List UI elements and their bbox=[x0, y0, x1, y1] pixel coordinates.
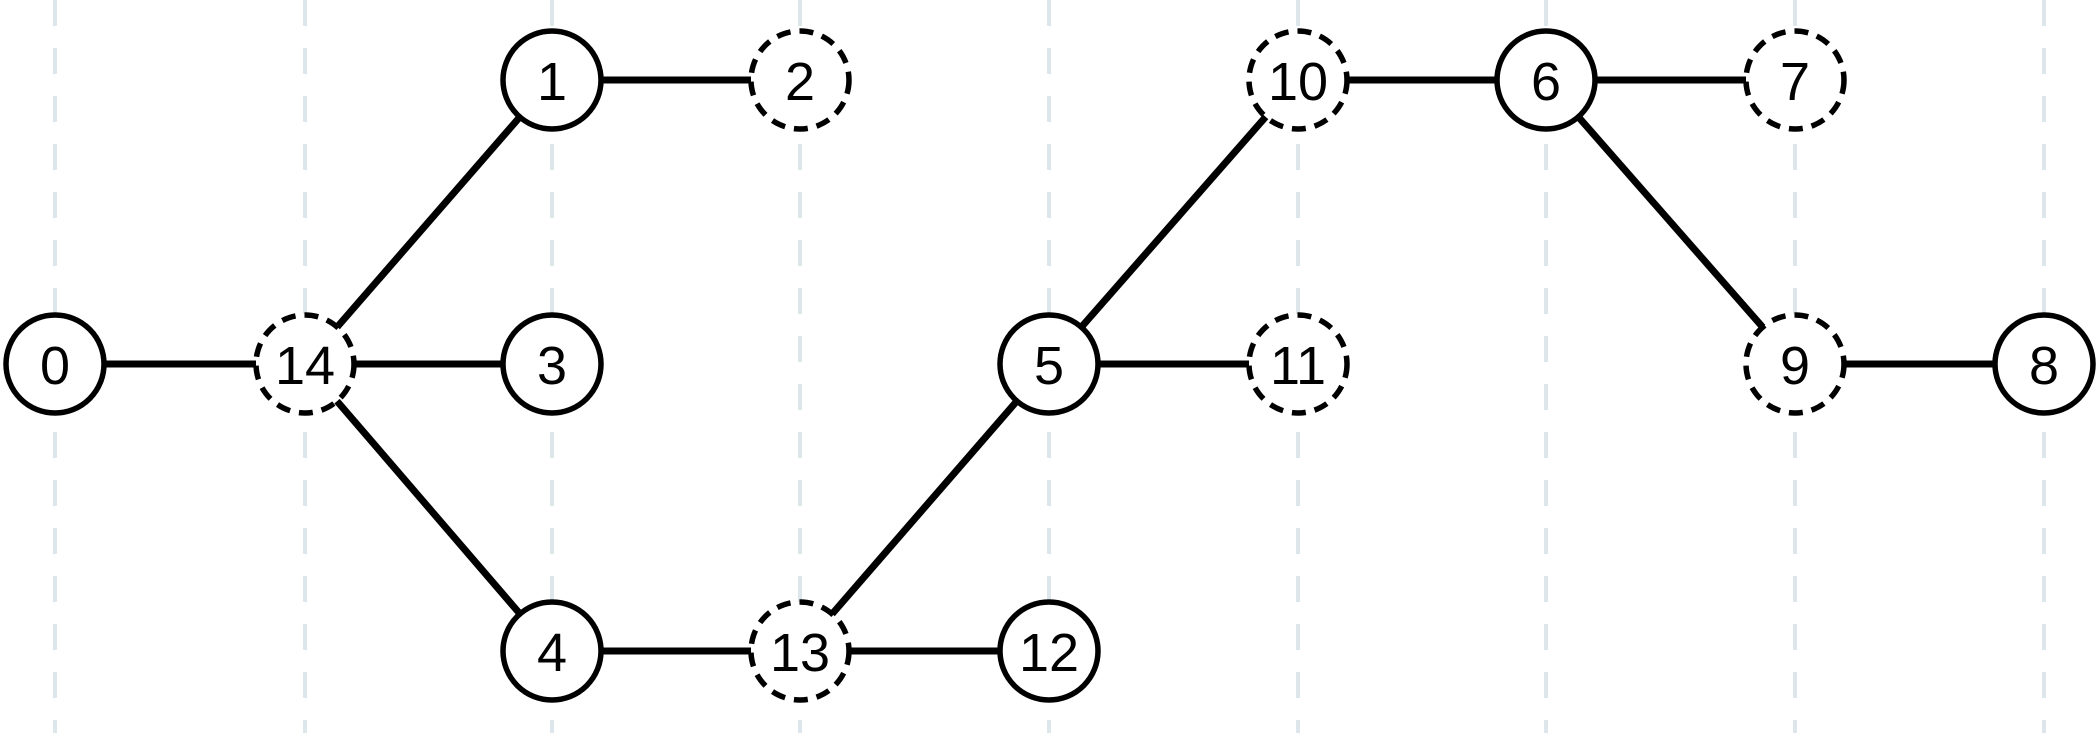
node-circle bbox=[748, 28, 852, 132]
node-10: 10 bbox=[1246, 28, 1350, 132]
node-1: 1 bbox=[500, 28, 604, 132]
edge-14-4 bbox=[334, 398, 523, 617]
node-label: 6 bbox=[1531, 52, 1561, 112]
node-label: 14 bbox=[275, 336, 335, 396]
node-label: 8 bbox=[2029, 336, 2059, 396]
node-circle bbox=[1743, 312, 1847, 416]
node-13: 13 bbox=[748, 599, 852, 703]
node-circle bbox=[1246, 312, 1350, 416]
node-label: 4 bbox=[537, 623, 567, 683]
node-9: 9 bbox=[1743, 312, 1847, 416]
node-label: 5 bbox=[1034, 336, 1064, 396]
node-circle bbox=[500, 312, 604, 416]
edge-13-5 bbox=[829, 398, 1020, 617]
node-14: 14 bbox=[253, 312, 357, 416]
node-circle bbox=[748, 599, 852, 703]
node-4: 4 bbox=[500, 599, 604, 703]
node-0: 0 bbox=[3, 312, 107, 416]
node-circle bbox=[253, 312, 357, 416]
node-label: 11 bbox=[1270, 336, 1326, 396]
node-circle bbox=[997, 599, 1101, 703]
node-circle bbox=[500, 599, 604, 703]
node-label: 12 bbox=[1019, 623, 1079, 683]
node-label: 0 bbox=[40, 336, 70, 396]
node-label: 2 bbox=[785, 52, 815, 112]
node-11: 11 bbox=[1246, 312, 1350, 416]
node-12: 12 bbox=[997, 599, 1101, 703]
node-circle bbox=[1743, 28, 1847, 132]
node-5: 5 bbox=[997, 312, 1101, 416]
node-circle bbox=[1992, 312, 2096, 416]
node-6: 6 bbox=[1494, 28, 1598, 132]
edge-6-9 bbox=[1575, 114, 1766, 330]
node-label: 13 bbox=[770, 623, 830, 683]
node-7: 7 bbox=[1743, 28, 1847, 132]
node-label: 1 bbox=[537, 52, 567, 112]
node-circle bbox=[1494, 28, 1598, 132]
node-label: 7 bbox=[1780, 52, 1810, 112]
node-8: 8 bbox=[1992, 312, 2096, 416]
edge-5-10 bbox=[1078, 114, 1269, 330]
node-label: 9 bbox=[1780, 336, 1810, 396]
node-label: 10 bbox=[1268, 52, 1328, 112]
node-circle bbox=[500, 28, 604, 132]
edge-layer bbox=[104, 76, 1995, 655]
edge-14-1 bbox=[334, 114, 523, 330]
node-3: 3 bbox=[500, 312, 604, 416]
node-circle bbox=[997, 312, 1101, 416]
node-circle bbox=[3, 312, 107, 416]
node-2: 2 bbox=[748, 28, 852, 132]
node-circle bbox=[1246, 28, 1350, 132]
node-label: 3 bbox=[537, 336, 567, 396]
